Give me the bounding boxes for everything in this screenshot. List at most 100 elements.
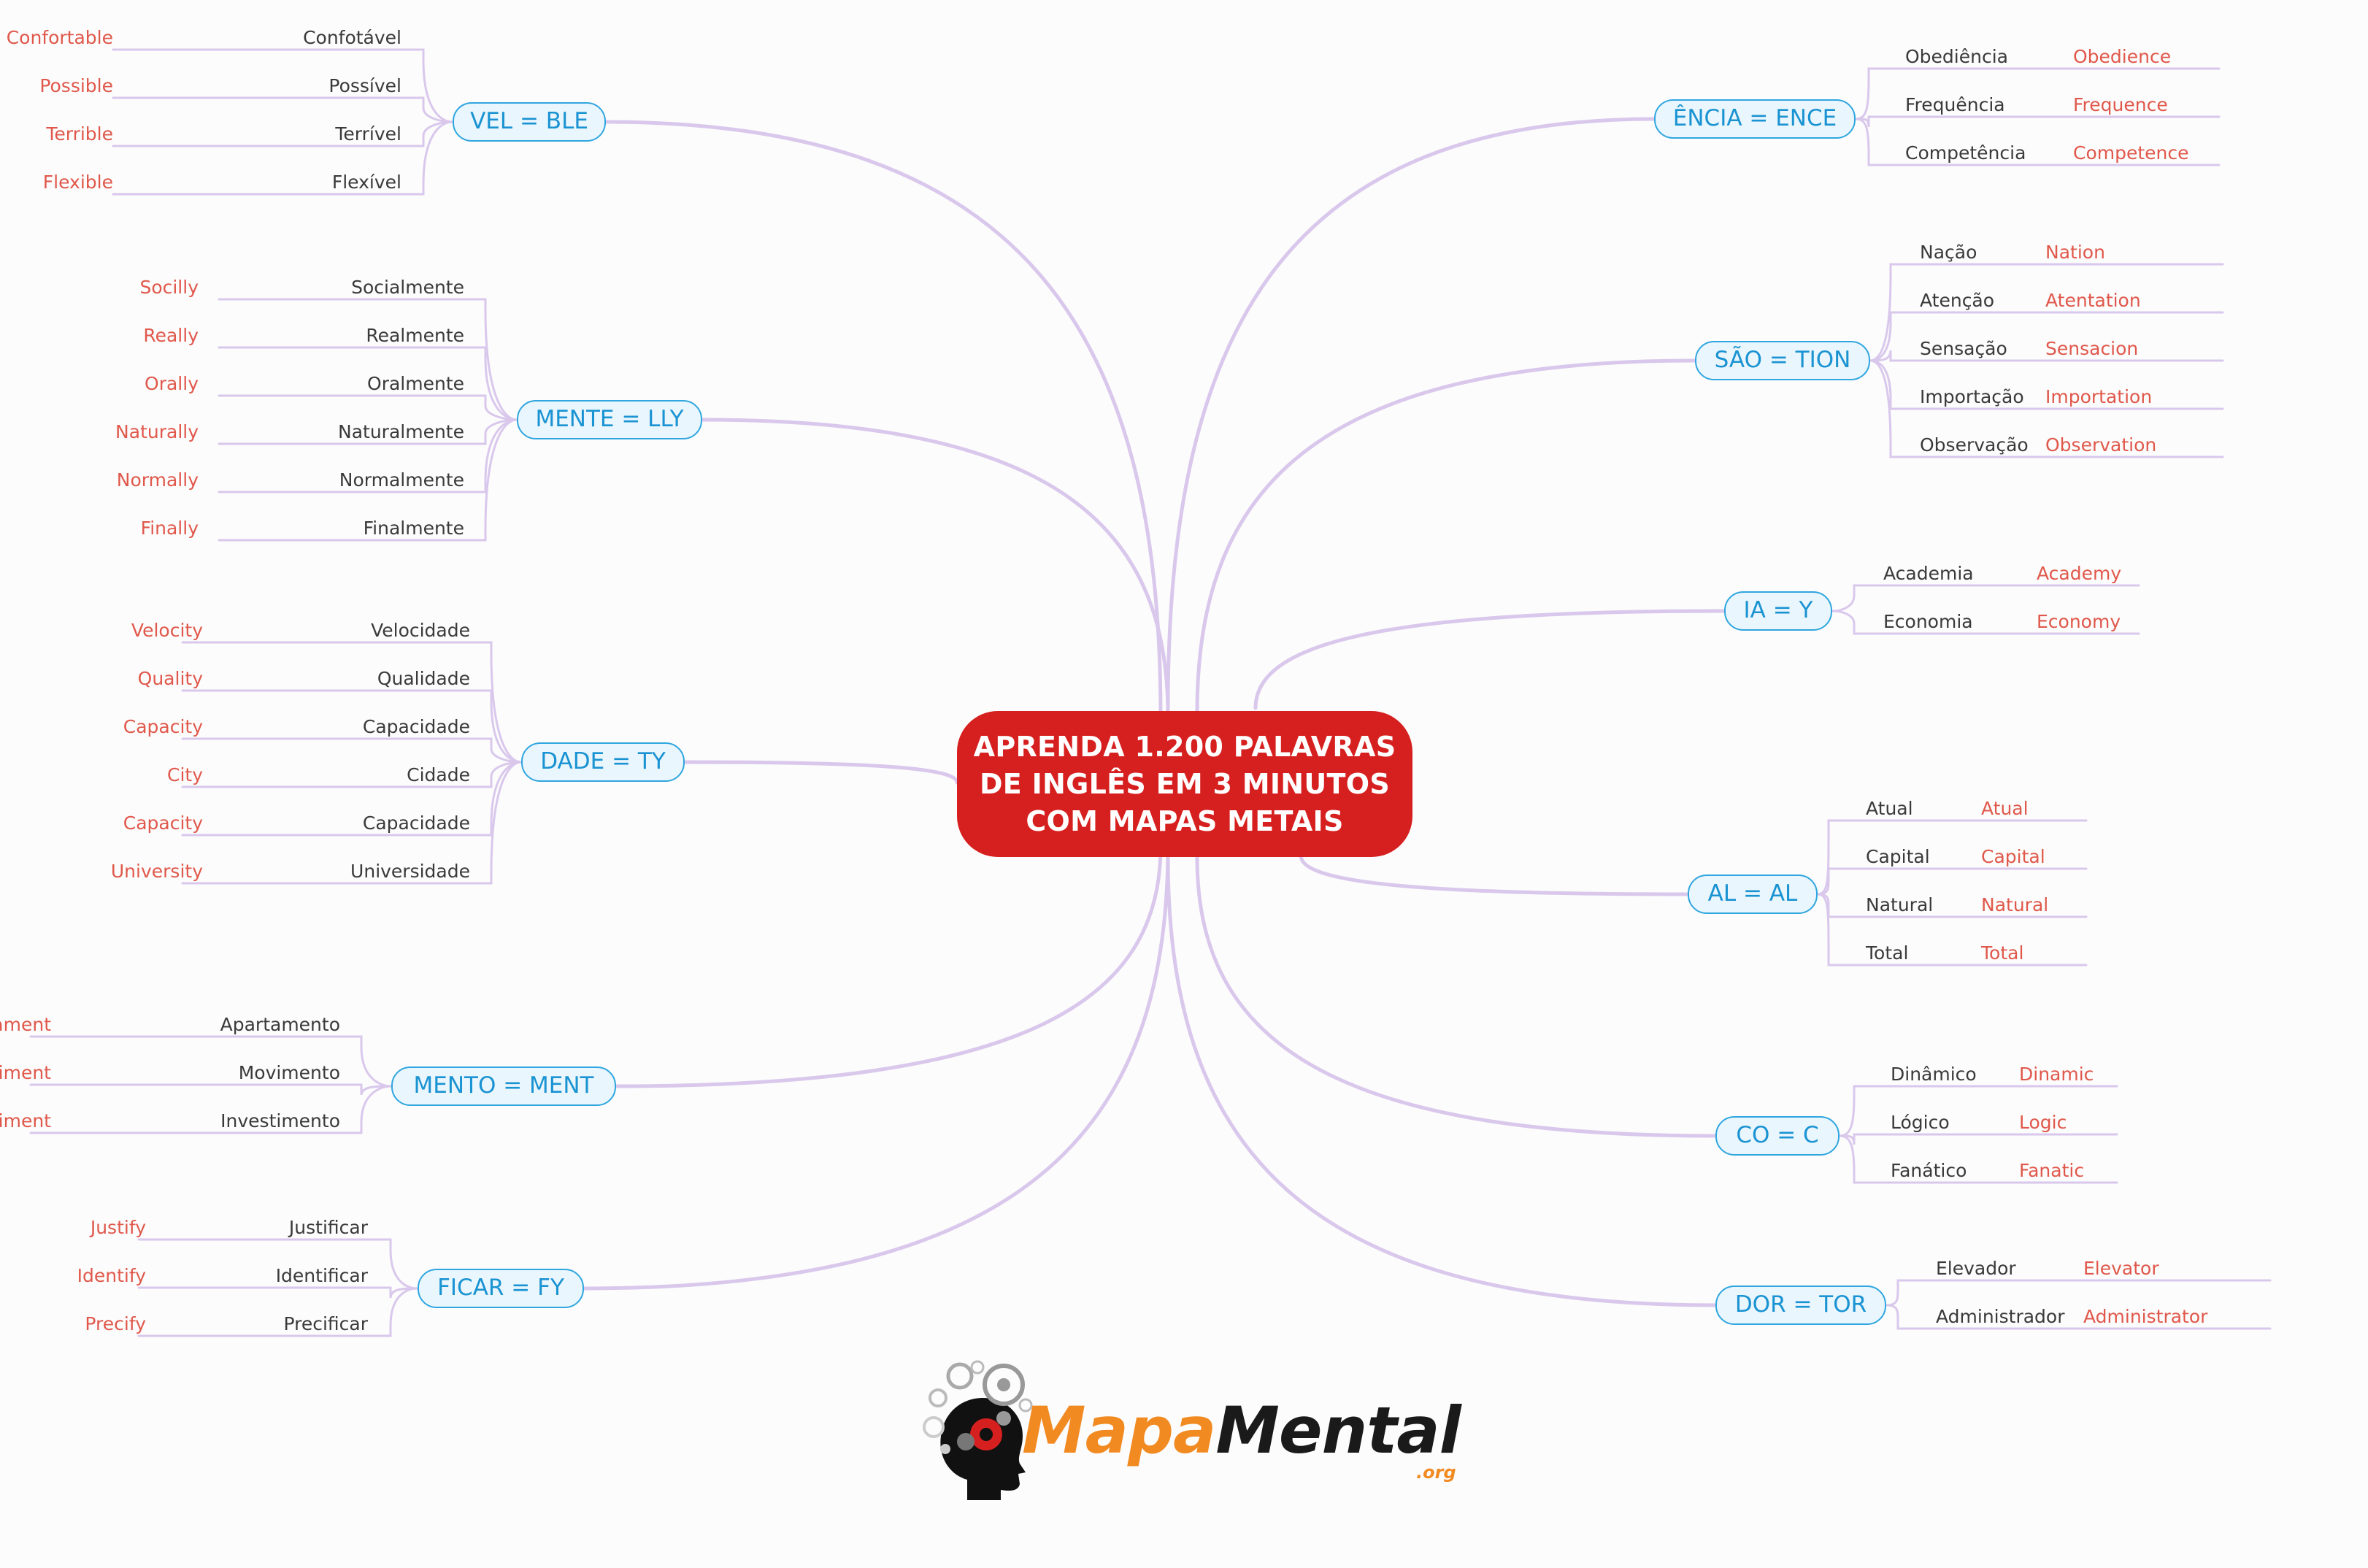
english-word[interactable]: Terrible bbox=[46, 123, 113, 145]
english-word[interactable]: Naturally bbox=[115, 421, 199, 442]
english-word[interactable]: Investiment bbox=[0, 1110, 51, 1131]
portuguese-word[interactable]: Administrador bbox=[1936, 1306, 2065, 1327]
sub-branch-line bbox=[472, 761, 523, 885]
english-word[interactable]: City bbox=[167, 764, 203, 785]
portuguese-word[interactable]: Nação bbox=[1920, 242, 1977, 263]
portuguese-word[interactable]: Natural bbox=[1866, 894, 1934, 915]
topic-dor-tor[interactable]: DOR = TOR bbox=[1715, 1285, 1886, 1325]
portuguese-word[interactable]: Capacidade bbox=[362, 812, 470, 834]
portuguese-word[interactable]: Possível bbox=[328, 75, 401, 96]
english-word[interactable]: Capacity bbox=[123, 716, 203, 737]
english-word[interactable]: Obedience bbox=[2073, 46, 2172, 67]
portuguese-word[interactable]: Universidade bbox=[350, 861, 470, 882]
central-topic[interactable]: APRENDA 1.200 PALAVRAS DE INGLÊS EM 3 MI… bbox=[957, 711, 1412, 857]
portuguese-word[interactable]: Economia bbox=[1883, 611, 1973, 632]
topic-co-c[interactable]: CO = C bbox=[1715, 1116, 1840, 1156]
portuguese-word[interactable]: Apartamento bbox=[220, 1014, 340, 1035]
topic-ia-y[interactable]: IA = Y bbox=[1724, 591, 1832, 631]
english-word[interactable]: Identify bbox=[77, 1265, 146, 1286]
portuguese-word[interactable]: Competência bbox=[1905, 142, 2026, 164]
portuguese-word[interactable]: Precificar bbox=[283, 1313, 368, 1334]
portuguese-word[interactable]: Confotável bbox=[303, 27, 401, 48]
english-word[interactable]: Moviment bbox=[0, 1062, 51, 1083]
branch-line bbox=[1253, 609, 1726, 710]
portuguese-word[interactable]: Oralmente bbox=[367, 373, 464, 394]
portuguese-word[interactable]: Total bbox=[1866, 942, 1909, 964]
portuguese-word[interactable]: Fanático bbox=[1891, 1160, 1967, 1181]
portuguese-word[interactable]: Terrível bbox=[335, 123, 401, 145]
english-word[interactable]: Really bbox=[143, 325, 199, 346]
portuguese-word[interactable]: Importação bbox=[1920, 386, 2024, 407]
topic-mento-ment[interactable]: MENTO = MENT bbox=[391, 1067, 616, 1106]
english-word[interactable]: Flexible bbox=[42, 172, 113, 193]
topic-mente-lly[interactable]: MENTE = LLY bbox=[517, 400, 702, 439]
english-word[interactable]: Confortable bbox=[6, 27, 113, 48]
english-word[interactable]: Normally bbox=[116, 469, 199, 491]
english-word[interactable]: Administrator bbox=[2083, 1306, 2208, 1327]
portuguese-word[interactable]: Flexível bbox=[331, 172, 401, 193]
topic-vel-ble[interactable]: VEL = BLE bbox=[453, 102, 606, 142]
portuguese-word[interactable]: Naturalmente bbox=[338, 421, 464, 442]
portuguese-word[interactable]: Movimento bbox=[238, 1062, 340, 1083]
english-word[interactable]: Competence bbox=[2073, 142, 2189, 164]
english-word[interactable]: Finally bbox=[140, 518, 199, 539]
english-word[interactable]: Logic bbox=[2019, 1112, 2067, 1133]
topic-dade-ty[interactable]: DADE = TY bbox=[521, 742, 685, 782]
topic-al-al[interactable]: AL = AL bbox=[1688, 875, 1818, 914]
english-word[interactable]: Atual bbox=[1981, 798, 2029, 819]
portuguese-word[interactable]: Capital bbox=[1866, 846, 1930, 867]
english-word[interactable]: Capital bbox=[1981, 846, 2045, 867]
portuguese-word[interactable]: Cidade bbox=[407, 764, 470, 785]
english-word[interactable]: Fanatic bbox=[2019, 1160, 2085, 1181]
topic-ficar-fy[interactable]: FICAR = FY bbox=[418, 1269, 584, 1308]
sub-branch-line bbox=[466, 418, 518, 493]
english-word[interactable]: Atentation bbox=[2045, 290, 2141, 311]
portuguese-word[interactable]: Velocidade bbox=[371, 620, 470, 641]
portuguese-word[interactable]: Investimento bbox=[220, 1110, 340, 1131]
english-word[interactable]: Nation bbox=[2045, 242, 2105, 263]
english-word[interactable]: Dinamic bbox=[2019, 1064, 2094, 1085]
topic-ncia-ence[interactable]: ÊNCIA = ENCE bbox=[1654, 99, 1856, 139]
english-word[interactable]: University bbox=[110, 861, 203, 882]
english-word[interactable]: Capacity bbox=[123, 812, 203, 834]
english-word[interactable]: Economy bbox=[2037, 611, 2121, 632]
english-word[interactable]: Socilly bbox=[139, 277, 199, 298]
portuguese-word[interactable]: Elevador bbox=[1936, 1258, 2016, 1279]
portuguese-word[interactable]: Capacidade bbox=[362, 716, 470, 737]
portuguese-word[interactable]: Observação bbox=[1920, 434, 2029, 456]
portuguese-word[interactable]: Sensação bbox=[1920, 338, 2007, 359]
sub-branch-line bbox=[1838, 1085, 1870, 1137]
english-word[interactable]: Quality bbox=[137, 668, 203, 689]
english-word[interactable]: Academy bbox=[2037, 563, 2122, 584]
english-word[interactable]: Justify bbox=[90, 1217, 146, 1238]
portuguese-word[interactable]: Qualidade bbox=[377, 668, 470, 689]
english-word[interactable]: Velocity bbox=[131, 620, 203, 641]
sub-branch-line bbox=[1816, 819, 1845, 896]
english-word[interactable]: Total bbox=[1981, 942, 2024, 964]
portuguese-word[interactable]: Academia bbox=[1883, 563, 1974, 584]
english-word[interactable]: Natural bbox=[1981, 894, 2049, 915]
english-word[interactable]: Observation bbox=[2045, 434, 2157, 456]
english-word[interactable]: Apartament bbox=[0, 1014, 51, 1035]
english-word[interactable]: Precify bbox=[85, 1313, 146, 1334]
portuguese-word[interactable]: Identificar bbox=[275, 1265, 368, 1286]
portuguese-word[interactable]: Normalmente bbox=[339, 469, 464, 491]
portuguese-word[interactable]: Finalmente bbox=[363, 518, 464, 539]
english-word[interactable]: Orally bbox=[145, 373, 199, 394]
portuguese-word[interactable]: Frequência bbox=[1905, 94, 2005, 115]
portuguese-word[interactable]: Dinâmico bbox=[1891, 1064, 1977, 1085]
portuguese-word[interactable]: Obediência bbox=[1905, 46, 2008, 67]
english-word[interactable]: Frequence bbox=[2073, 94, 2168, 115]
english-word[interactable]: Elevator bbox=[2083, 1258, 2159, 1279]
sub-branch-line bbox=[404, 48, 454, 123]
portuguese-word[interactable]: Justificar bbox=[288, 1217, 368, 1238]
english-word[interactable]: Importation bbox=[2045, 386, 2153, 407]
english-word[interactable]: Possible bbox=[39, 75, 113, 96]
portuguese-word[interactable]: Socialmente bbox=[351, 277, 464, 298]
portuguese-word[interactable]: Atual bbox=[1866, 798, 1913, 819]
topic-s-o-tion[interactable]: SÃO = TION bbox=[1695, 341, 1870, 380]
portuguese-word[interactable]: Lógico bbox=[1891, 1112, 1950, 1133]
portuguese-word[interactable]: Atenção bbox=[1920, 290, 1995, 311]
english-word[interactable]: Sensacion bbox=[2045, 338, 2139, 359]
portuguese-word[interactable]: Realmente bbox=[366, 325, 464, 346]
